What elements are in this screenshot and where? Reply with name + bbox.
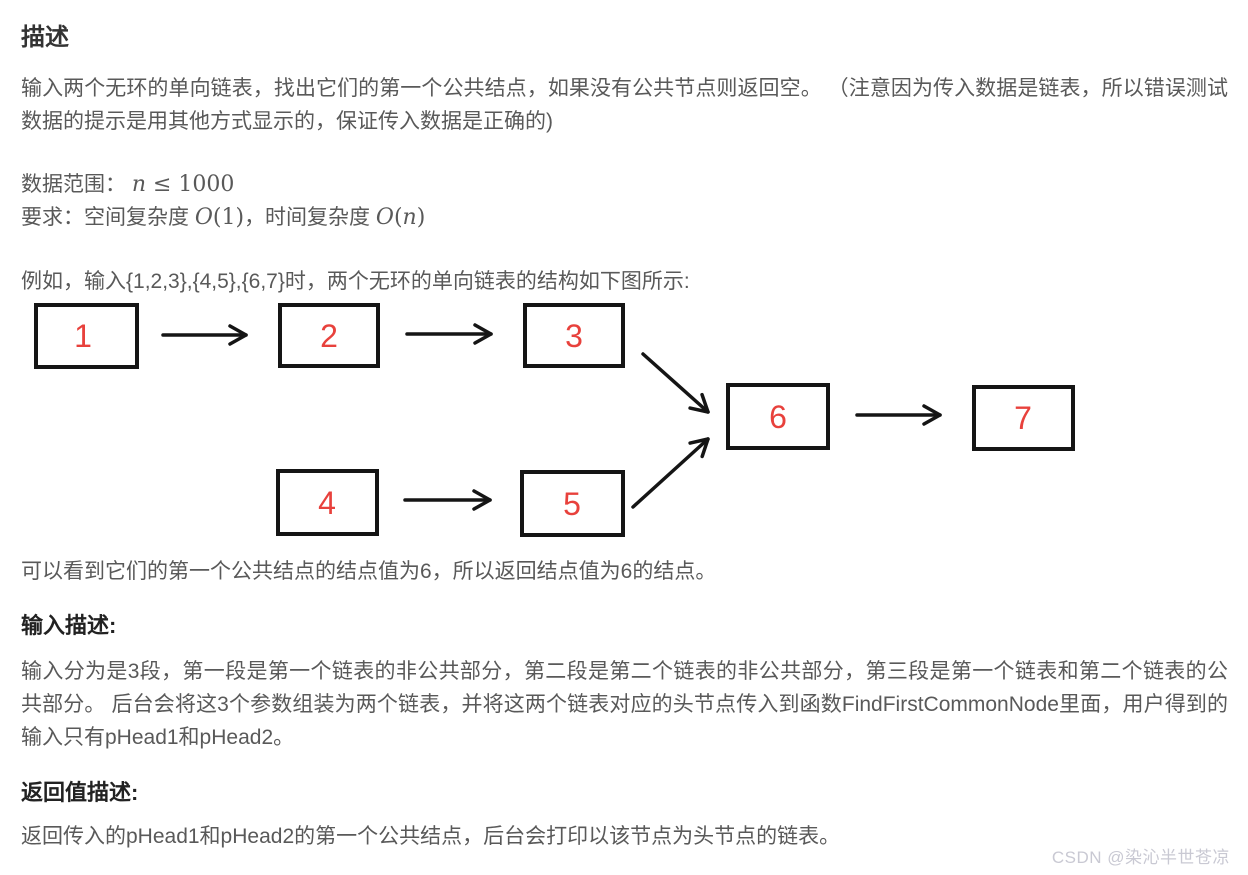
requirement-label: 要求：空间复杂度 <box>21 206 195 229</box>
constraints-paragraph: 数据范围： n ≤ 1000 要求：空间复杂度 O(1)，时间复杂度 O(n) <box>21 168 1228 234</box>
return-description-paragraph: 返回传入的pHead1和pHead2的第一个公共结点，后台会打印以该节点为头节点… <box>21 825 841 848</box>
node-box-4: 4 <box>276 469 379 536</box>
problem-description-lower: 可以看到它们的第一个公共结点的结点值为6，所以返回结点值为6的结点。 输入描述:… <box>0 555 1248 853</box>
node-value-3: 3 <box>565 318 583 354</box>
node-box-3: 3 <box>523 303 625 368</box>
requirement-label-2: ，时间复杂度 <box>244 206 376 229</box>
return-description-heading: 返回值描述: <box>21 780 139 805</box>
node-rect-1 <box>34 303 139 369</box>
node-box-1: 1 <box>34 303 139 369</box>
example-intro: 例如，输入{1,2,3},{4,5},{6,7}时，两个无环的单向链表的结构如下… <box>21 270 690 293</box>
node-value-7: 7 <box>1014 400 1032 436</box>
edge-5-6 <box>631 437 710 509</box>
data-range-label: 数据范围： <box>21 173 132 196</box>
node-box-2: 2 <box>278 303 380 368</box>
space-complexity-formula: O(1) <box>194 205 245 230</box>
node-rect-4 <box>276 469 379 536</box>
example-note: 可以看到它们的第一个公共结点的结点值为6，所以返回结点值为6的结点。 <box>21 560 717 583</box>
node-box-7: 7 <box>972 385 1075 451</box>
node-value-1: 1 <box>74 318 92 354</box>
node-rect-3 <box>523 303 625 368</box>
node-rect-2 <box>278 303 380 368</box>
data-range-formula: n ≤ 1000 <box>131 172 235 197</box>
node-rect-5 <box>520 470 625 537</box>
time-complexity-formula: O(n) <box>375 205 426 230</box>
problem-description-page: 描述 输入两个无环的单向链表，找出它们的第一个公共结点，如果没有公共节点则返回空… <box>0 0 1248 298</box>
node-rect-7 <box>972 385 1075 451</box>
intro-paragraph: 输入两个无环的单向链表，找出它们的第一个公共结点，如果没有公共节点则返回空。 （… <box>21 77 1228 133</box>
linked-list-diagram: 1 2 3 4 5 6 7 <box>34 303 1075 537</box>
node-value-5: 5 <box>563 486 581 522</box>
input-description-paragraph: 输入分为是3段，第一段是第一个链表的非公共部分，第二段是第二个链表的非公共部分，… <box>21 660 1228 749</box>
node-value-6: 6 <box>769 399 787 435</box>
node-value-4: 4 <box>318 485 336 521</box>
node-value-2: 2 <box>320 318 338 354</box>
edge-3-6 <box>641 352 710 414</box>
input-description-heading: 输入描述: <box>21 613 117 638</box>
node-box-6: 6 <box>726 383 830 450</box>
page-title: 描述 <box>21 24 69 51</box>
node-box-5: 5 <box>520 470 625 537</box>
csdn-watermark: CSDN @染沁半世苍凉 <box>1051 848 1230 867</box>
node-rect-6 <box>726 383 830 450</box>
